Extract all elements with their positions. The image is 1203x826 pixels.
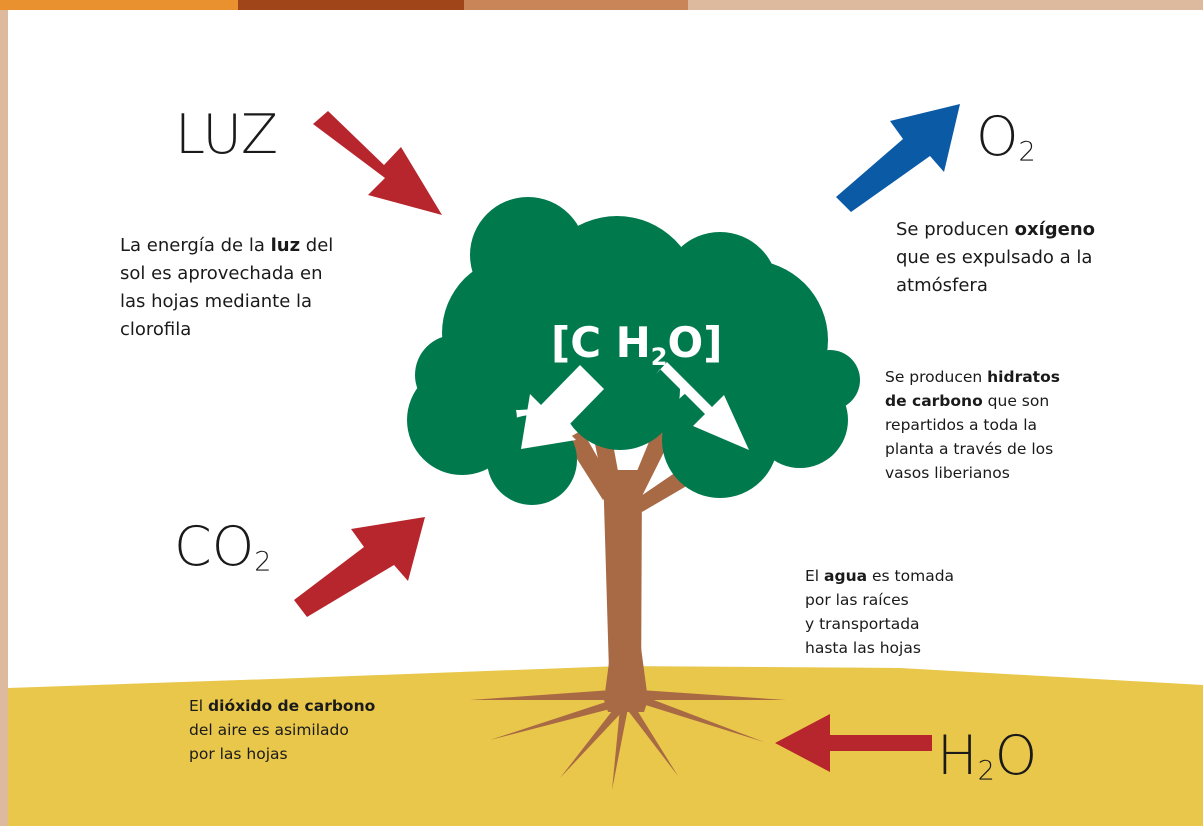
co2-label: CO2 — [174, 520, 272, 578]
caption-bold-text: oxígeno — [1014, 219, 1096, 240]
co2-arrow — [294, 517, 425, 617]
caption-line: El agua es tomada — [805, 564, 954, 588]
co2-caption: El dióxido de carbono del aire es asimila… — [189, 694, 375, 766]
caption-text: sol es aprovechada en — [120, 263, 323, 284]
caption-bold-text: hidratos — [987, 368, 1060, 386]
caption-line: y transportada — [805, 612, 954, 636]
caption-line: Se producen hidratos — [885, 365, 1060, 389]
caption-line: planta a través de los — [885, 437, 1060, 461]
carbohydrate-formula: [C H2O] — [551, 322, 722, 371]
caption-text: del — [300, 235, 334, 256]
water-arrow — [775, 714, 932, 772]
formula-subscript: 2 — [650, 343, 668, 371]
luz-arrow — [313, 111, 442, 215]
caption-text: clorofila — [120, 319, 192, 340]
co2-label-subscript: 2 — [254, 546, 272, 578]
ground — [8, 666, 1203, 826]
top-bar-segment-tan — [464, 0, 688, 10]
caption-line: El dióxido de carbono — [189, 694, 375, 718]
caption-line: hasta las hojas — [805, 636, 954, 660]
caption-line: de carbono que son — [885, 389, 1060, 413]
h2o-label: H2O — [937, 729, 1037, 787]
h2o-label-subscript: 2 — [977, 755, 995, 787]
carbohydrate-arrow-left — [521, 365, 604, 449]
caption-text: planta a través de los — [885, 440, 1054, 458]
top-bar-segment-orange — [0, 0, 238, 10]
oxygen-caption: Se producen oxígeno que es expulsado a la… — [896, 216, 1095, 300]
caption-text: por las hojas — [189, 745, 288, 763]
top-color-bar — [0, 0, 1203, 10]
luz-caption: La energía de la luz del sol es aprovecha… — [120, 232, 333, 344]
caption-bold-text: luz — [270, 235, 301, 256]
h2o-label-post: O — [994, 724, 1038, 787]
top-bar-segment-rust — [238, 0, 464, 10]
carbohydrate-arrow-right — [656, 362, 749, 450]
caption-text: por las raíces — [805, 591, 909, 609]
caption-text: que es expulsado a la — [896, 247, 1093, 268]
caption-text: atmósfera — [896, 275, 988, 296]
caption-line: Se producen oxígeno — [896, 216, 1095, 244]
caption-line: del aire es asimilado — [189, 718, 375, 742]
caption-line: las hojas mediante la — [120, 288, 333, 316]
caption-line: vasos liberianos — [885, 461, 1060, 485]
o2-label-base: O — [976, 105, 1019, 168]
caption-bold-text: agua — [824, 567, 868, 585]
caption-line: clorofila — [120, 316, 333, 344]
caption-bold-text: dióxido de carbono — [208, 697, 376, 715]
caption-text: del aire es asimilado — [189, 721, 349, 739]
caption-text: repartidos a toda la — [885, 416, 1038, 434]
caption-text: hasta las hojas — [805, 639, 921, 657]
caption-text: El — [805, 567, 825, 585]
caption-text: las hojas mediante la — [120, 291, 313, 312]
caption-text: es tomada — [867, 567, 955, 585]
caption-line: repartidos a toda la — [885, 413, 1060, 437]
diagram-frame: LUZ O2 CO2 H2O [C H2O] La energía de la … — [8, 10, 1203, 826]
caption-line: sol es aprovechada en — [120, 260, 333, 288]
oxygen-arrow — [836, 104, 960, 212]
photosynthesis-scene — [8, 104, 1203, 826]
caption-text: vasos liberianos — [885, 464, 1010, 482]
formula-close: O] — [667, 318, 723, 367]
caption-line: La energía de la luz del — [120, 232, 333, 260]
caption-text: La energía de la — [120, 235, 271, 256]
luz-label: LUZ — [175, 108, 278, 162]
caption-line: por las raíces — [805, 588, 954, 612]
top-bar-segment-light — [688, 0, 1203, 10]
o2-label-subscript: 2 — [1018, 136, 1036, 168]
water-caption: El agua es tomada por las raíces y transpo… — [805, 564, 954, 660]
co2-label-base: CO — [174, 515, 255, 578]
tree-foliage — [407, 197, 860, 505]
caption-line: atmósfera — [896, 272, 1095, 300]
caption-line: por las hojas — [189, 742, 375, 766]
caption-text: Se producen — [885, 368, 988, 386]
caption-text: El — [189, 697, 209, 715]
caption-bold-text: de carbono — [885, 392, 983, 410]
caption-line: que es expulsado a la — [896, 244, 1095, 272]
o2-label: O2 — [976, 110, 1036, 168]
luz-label-text: LUZ — [175, 103, 278, 166]
h2o-label-pre: H — [937, 724, 978, 787]
caption-text: Se producen — [896, 219, 1015, 240]
caption-text: y transportada — [805, 615, 920, 633]
formula-open: [C H — [551, 318, 651, 367]
caption-text: que son — [982, 392, 1050, 410]
